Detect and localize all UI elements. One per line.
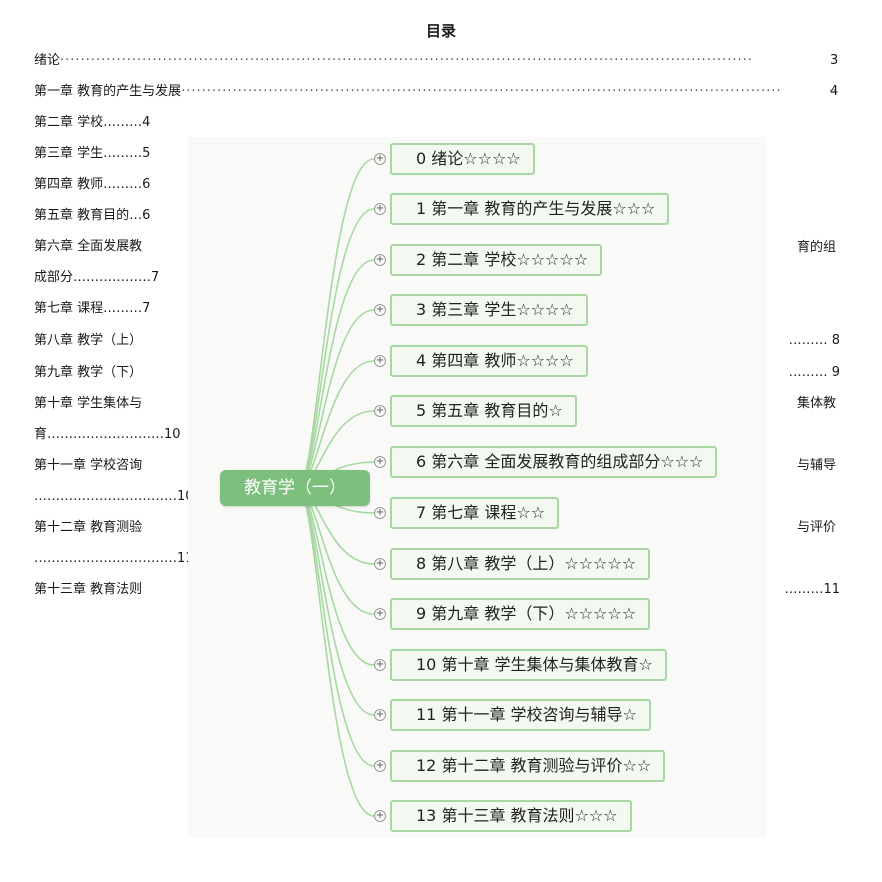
- toc-page-number: 3: [830, 53, 839, 68]
- toc-line: 第八章 教学（上）: [34, 333, 143, 348]
- expand-icon[interactable]: +: [374, 558, 386, 570]
- expand-icon[interactable]: +: [374, 254, 386, 266]
- mindmap-node[interactable]: 6 第六章 全面发展教育的组成部分☆☆☆: [390, 446, 718, 478]
- mindmap-node[interactable]: 5 第五章 教育目的☆: [390, 395, 577, 427]
- toc-line: 第十二章 教育测验: [34, 520, 143, 535]
- toc-page-number: 4: [830, 84, 839, 99]
- toc-line: 育………………………10: [34, 427, 181, 442]
- mindmap-link: [297, 208, 375, 489]
- expand-icon[interactable]: +: [374, 203, 386, 215]
- mindmap-panel: 教育学（一） + 0 绪论☆☆☆☆ + 1 第一章 教育的产生与发展☆☆☆ + …: [188, 137, 766, 837]
- toc-line: 第十三章 教育法则: [34, 582, 143, 597]
- toc-line: ……………………………11: [34, 551, 194, 566]
- toc-fragment: 集体教: [796, 396, 836, 411]
- expand-icon[interactable]: +: [374, 507, 386, 519]
- mindmap-node[interactable]: 7 第七章 课程☆☆: [390, 497, 560, 529]
- mindmap-node[interactable]: 13 第十三章 教育法则☆☆☆: [390, 800, 632, 832]
- mindmap-link: [297, 487, 375, 767]
- toc-line: 第九章 教学（下）: [34, 365, 143, 380]
- expand-icon[interactable]: +: [374, 709, 386, 721]
- expand-icon[interactable]: +: [374, 456, 386, 468]
- mindmap-root[interactable]: 教育学（一）: [220, 470, 370, 506]
- expand-icon[interactable]: +: [374, 659, 386, 671]
- toc-fragment: 与辅导: [796, 458, 836, 473]
- expand-icon[interactable]: +: [374, 355, 386, 367]
- mindmap-node[interactable]: 3 第三章 学生☆☆☆☆: [390, 294, 588, 326]
- toc-fragment: 育的组: [796, 240, 836, 255]
- toc-line: 第六章 全面发展教: [34, 239, 143, 254]
- mindmap-node[interactable]: 9 第九章 教学（下）☆☆☆☆☆: [390, 598, 651, 630]
- toc-fragment: ……… 9: [788, 365, 840, 380]
- toc-title: 目录: [425, 22, 456, 40]
- mindmap-node[interactable]: 4 第四章 教师☆☆☆☆: [390, 345, 588, 377]
- mindmap-node[interactable]: 8 第八章 教学（上）☆☆☆☆☆: [390, 548, 651, 580]
- mindmap-node[interactable]: 0 绪论☆☆☆☆: [390, 143, 535, 175]
- mindmap-link: [297, 487, 375, 817]
- toc-line: 第七章 课程………7: [34, 301, 151, 316]
- expand-icon[interactable]: +: [374, 405, 386, 417]
- toc-line: 第二章 学校………4: [34, 115, 151, 130]
- mindmap-node[interactable]: 10 第十章 学生集体与集体教育☆: [390, 649, 667, 681]
- mindmap-node[interactable]: 1 第一章 教育的产生与发展☆☆☆: [390, 193, 670, 225]
- toc-line: 成部分………………7: [34, 270, 160, 285]
- expand-icon[interactable]: +: [374, 608, 386, 620]
- expand-icon[interactable]: +: [374, 760, 386, 772]
- expand-icon[interactable]: +: [374, 810, 386, 822]
- toc-line: 第三章 学生………5: [34, 146, 151, 161]
- toc-line: 第十一章 学校咨询: [34, 458, 143, 473]
- toc-dots-cover-1: [780, 53, 830, 69]
- toc-line: 第四章 教师………6: [34, 177, 151, 192]
- expand-icon[interactable]: +: [374, 153, 386, 165]
- toc-fragment: 与评价: [796, 520, 836, 535]
- expand-icon[interactable]: +: [374, 304, 386, 316]
- toc-fragment: ………11: [784, 582, 840, 597]
- mindmap-node[interactable]: 11 第十一章 学校咨询与辅导☆: [390, 699, 651, 731]
- toc-fragment: ……… 8: [788, 333, 840, 348]
- mindmap-node[interactable]: 2 第二章 学校☆☆☆☆☆: [390, 244, 603, 276]
- toc-line: 第十章 学生集体与: [34, 396, 143, 411]
- toc-line-intro: 绪论······································…: [34, 53, 753, 68]
- mindmap-node[interactable]: 12 第十二章 教育测验与评价☆☆: [390, 750, 666, 782]
- toc-line-ch1: 第一章 教育的产生与发展····························…: [34, 84, 839, 99]
- toc-line: ……………………………10: [34, 489, 194, 504]
- toc-line: 第五章 教育目的…6: [34, 208, 151, 223]
- toc-dots-cover-2: [780, 84, 830, 100]
- mindmap-link: [297, 158, 375, 489]
